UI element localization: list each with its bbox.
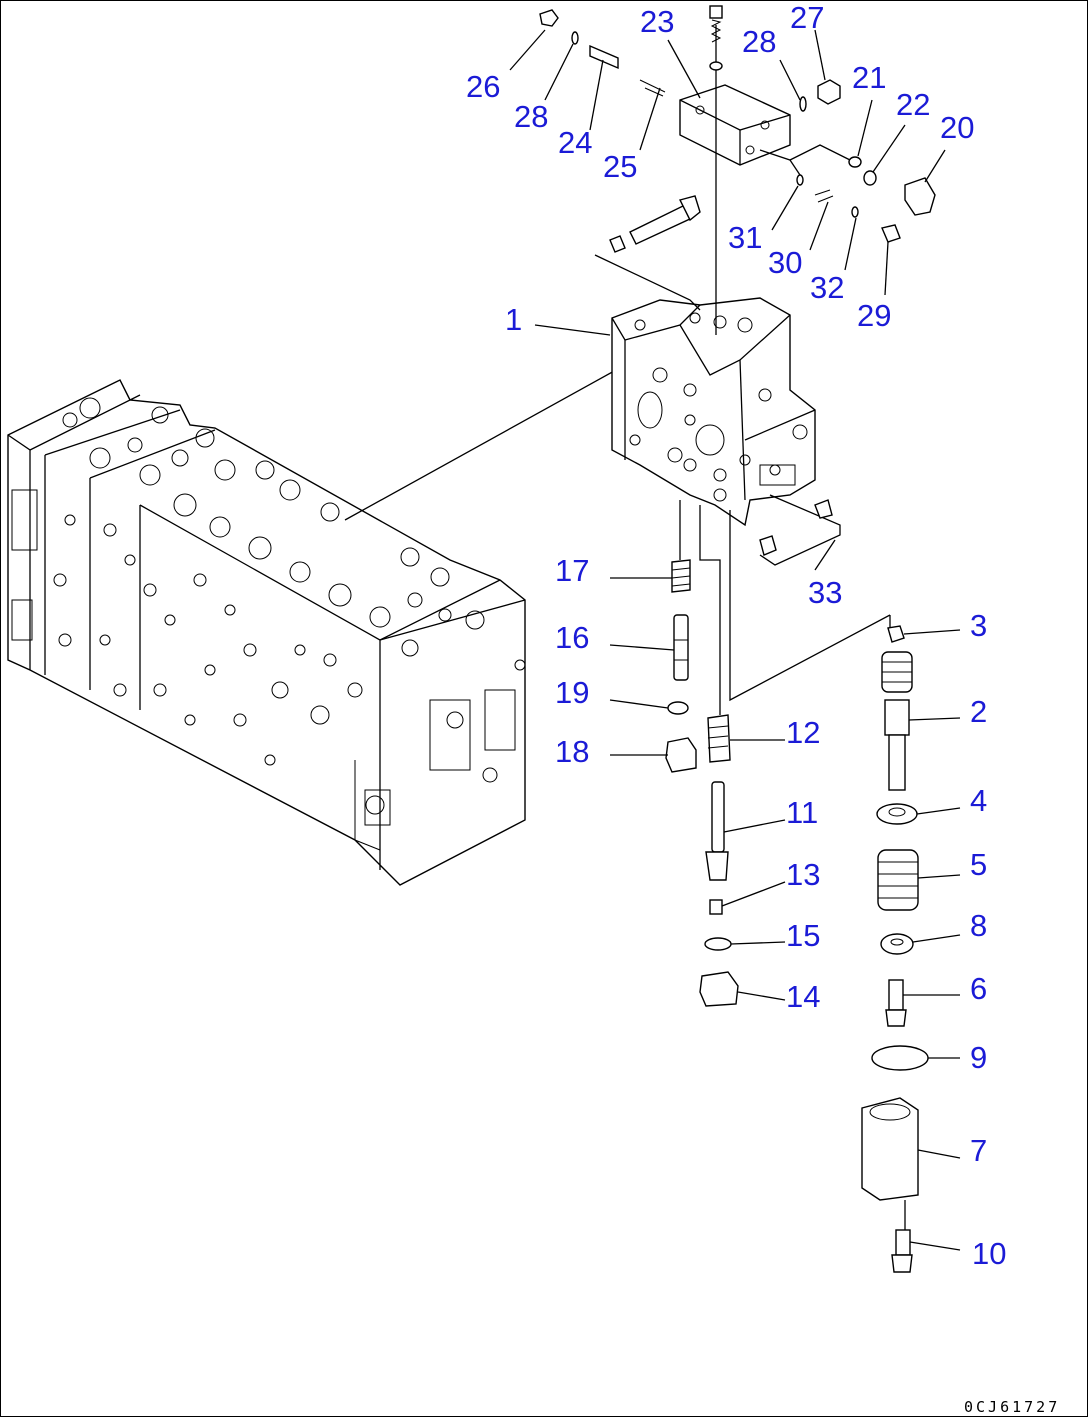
main-valve-block <box>7 379 526 886</box>
callout-15: 15 <box>786 918 820 953</box>
callout-9: 9 <box>970 1040 987 1075</box>
spool-parts <box>699 505 891 1007</box>
drawing-code: 0CJ61727 <box>964 1398 1060 1416</box>
callout-7: 7 <box>970 1133 987 1168</box>
callout-18: 18 <box>555 734 589 769</box>
callout-33: 33 <box>808 575 842 610</box>
callout-17: 17 <box>555 553 589 588</box>
leader-lines <box>509 29 961 1251</box>
callout-28a: 28 <box>514 99 548 134</box>
callout-28b: 28 <box>742 24 776 59</box>
callout-4: 4 <box>970 783 987 818</box>
callout-26: 26 <box>466 69 500 104</box>
callout-25: 25 <box>603 149 637 184</box>
callout-24: 24 <box>558 125 592 160</box>
callout-12: 12 <box>786 715 820 750</box>
callout-29: 29 <box>857 298 891 333</box>
callout-1: 1 <box>505 302 522 337</box>
callout-19: 19 <box>555 675 589 710</box>
callout-2: 2 <box>970 694 987 729</box>
mounting-bolt <box>594 195 701 311</box>
callout-6: 6 <box>970 971 987 1006</box>
callout-20: 20 <box>940 110 974 145</box>
callout-14: 14 <box>786 979 820 1014</box>
callout-31: 31 <box>728 220 762 255</box>
callout-13: 13 <box>786 857 820 892</box>
callout-16: 16 <box>555 620 589 655</box>
callout-5: 5 <box>970 847 987 882</box>
callout-27: 27 <box>790 0 824 35</box>
wire-harness <box>759 494 841 566</box>
callout-32: 32 <box>810 270 844 305</box>
solenoid-parts <box>861 615 929 1273</box>
cover-plate-assembly <box>539 5 936 335</box>
callout-11: 11 <box>786 795 818 830</box>
callout-labels: 26 28 24 25 23 28 27 21 22 20 31 30 32 2… <box>466 0 1006 1271</box>
relief-valve-parts <box>665 500 697 773</box>
callout-8: 8 <box>970 908 987 943</box>
callout-22: 22 <box>896 87 930 122</box>
callout-10: 10 <box>972 1236 1006 1271</box>
callout-30: 30 <box>768 245 802 280</box>
callout-23: 23 <box>640 4 674 39</box>
callout-21: 21 <box>852 60 886 95</box>
callout-3: 3 <box>970 608 987 643</box>
valve-section-body <box>611 297 816 527</box>
